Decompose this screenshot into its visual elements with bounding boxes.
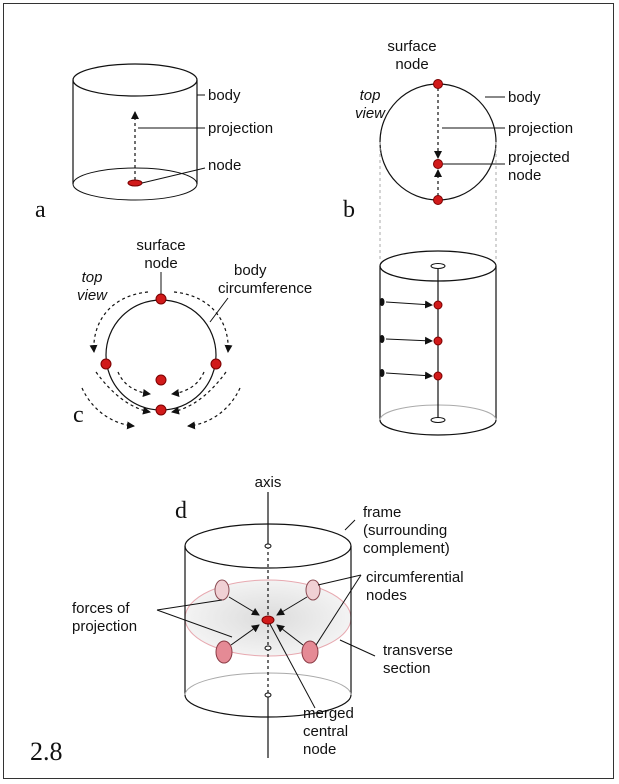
- node-marker: [127, 179, 143, 187]
- panel-letter-b: b: [343, 197, 355, 223]
- merged-leader: [269, 623, 316, 709]
- lower-bottom-front: [379, 419, 497, 436]
- mask-left: [100, 560, 185, 680]
- panel-letter-c: c: [73, 402, 84, 428]
- force-arrow-front-left: [230, 624, 260, 646]
- panel-b: surface node top view body projection pr…: [343, 38, 573, 436]
- label-c-surface-1: surface: [136, 237, 185, 254]
- merged-central-node: [261, 615, 275, 625]
- label-surface-node-2: node: [395, 56, 428, 73]
- d-axis-bottom-hole: [264, 692, 272, 698]
- panel-c: surface node top view body circumference…: [73, 237, 312, 430]
- label-transverse-1: transverse: [383, 642, 453, 659]
- force-arrow-back-left: [228, 596, 260, 616]
- c-node-center: [155, 374, 167, 386]
- label-node: node: [208, 157, 241, 174]
- label-forces-1: forces of: [72, 600, 130, 617]
- side-node-3: [379, 369, 385, 377]
- label-frame-1: frame: [363, 504, 401, 521]
- forces-leader-1: [156, 599, 223, 611]
- panel-a: body projection node a: [35, 63, 273, 223]
- axis-node-3: [433, 371, 443, 381]
- side-node-1: [379, 298, 385, 306]
- force-arrow-front-right: [276, 624, 304, 646]
- label-top-view-1: top: [360, 87, 381, 104]
- c-node-bottom: [155, 404, 167, 416]
- transverse-leader: [339, 639, 376, 657]
- label-projection: projection: [208, 120, 273, 137]
- c-body-leader: [209, 297, 229, 323]
- circ-node-front-left: [215, 640, 233, 664]
- lower-top-hole: [430, 263, 446, 269]
- cylinder-top: [72, 63, 198, 97]
- surface-node-top: [433, 79, 443, 89]
- node-leader: [141, 167, 206, 184]
- label-frame-3: complement): [363, 540, 450, 557]
- circ-node-back-right: [305, 579, 321, 601]
- label-c-body-2: circumference: [218, 280, 312, 297]
- panel-letter-a: a: [35, 197, 46, 223]
- circ-node-front-right: [301, 640, 319, 664]
- forces-leader-2: [156, 609, 233, 638]
- label-forces-2: projection: [72, 618, 137, 635]
- panel-d: axis d: [72, 474, 464, 758]
- lower-bottom-hole: [430, 417, 446, 423]
- label-circ-2: nodes: [366, 587, 407, 604]
- c-arrow-bottom-right: [171, 371, 227, 415]
- label-surface-node-1: surface: [387, 38, 436, 55]
- figure-number: 2.8: [30, 737, 63, 766]
- label-body: body: [208, 87, 241, 104]
- label-c-top-view-1: top: [82, 269, 103, 286]
- side-arrow-1: [385, 300, 433, 309]
- c-node-top: [155, 293, 167, 305]
- d-axis-mid-hole: [264, 645, 272, 651]
- label-c-top-view-2: view: [77, 287, 108, 304]
- label-c-body-1: body: [234, 262, 267, 279]
- d-axis-top-hole: [264, 543, 272, 549]
- circ-node-back-left: [214, 579, 230, 601]
- axis-node-1: [433, 300, 443, 310]
- c-arrow-top-left: [89, 291, 149, 353]
- c-node-right: [210, 358, 222, 370]
- c-node-left: [100, 358, 112, 370]
- label-merged-3: node: [303, 741, 336, 758]
- c-arrow-top-right: [173, 291, 233, 353]
- panel-letter-d: d: [175, 498, 187, 524]
- label-merged-1: merged: [303, 705, 354, 722]
- label-circ-1: circumferential: [366, 569, 464, 586]
- side-arrow-3: [385, 371, 433, 380]
- label-transverse-2: section: [383, 660, 431, 677]
- c-arrow-inner-right: [171, 371, 205, 397]
- c-arrow-bottom-left: [95, 371, 151, 415]
- label-frame-2: (surrounding: [363, 522, 447, 539]
- label-c-surface-2: node: [144, 255, 177, 272]
- c-circumference: [105, 299, 217, 411]
- force-arrow-back-right: [276, 596, 308, 616]
- label-projected-1: projected: [508, 149, 570, 166]
- surface-node-bottom: [433, 195, 443, 205]
- projected-node: [433, 159, 443, 169]
- axis-node-2: [433, 336, 443, 346]
- c-arrow-outer-left: [81, 387, 135, 430]
- label-projection-b: projection: [508, 120, 573, 137]
- label-merged-2: central: [303, 723, 348, 740]
- mask-right: [351, 560, 436, 680]
- label-top-view-2: view: [355, 105, 386, 122]
- side-arrow-2: [385, 336, 433, 345]
- label-axis: axis: [255, 474, 282, 491]
- label-projected-2: node: [508, 167, 541, 184]
- label-body-b: body: [508, 89, 541, 106]
- side-node-2: [379, 335, 385, 343]
- c-arrow-inner-left: [117, 371, 151, 397]
- c-arrow-outer-right: [187, 387, 241, 430]
- frame-leader: [344, 519, 356, 531]
- circ-nodes-leader-2: [315, 574, 362, 646]
- circ-nodes-leader-1: [317, 574, 362, 586]
